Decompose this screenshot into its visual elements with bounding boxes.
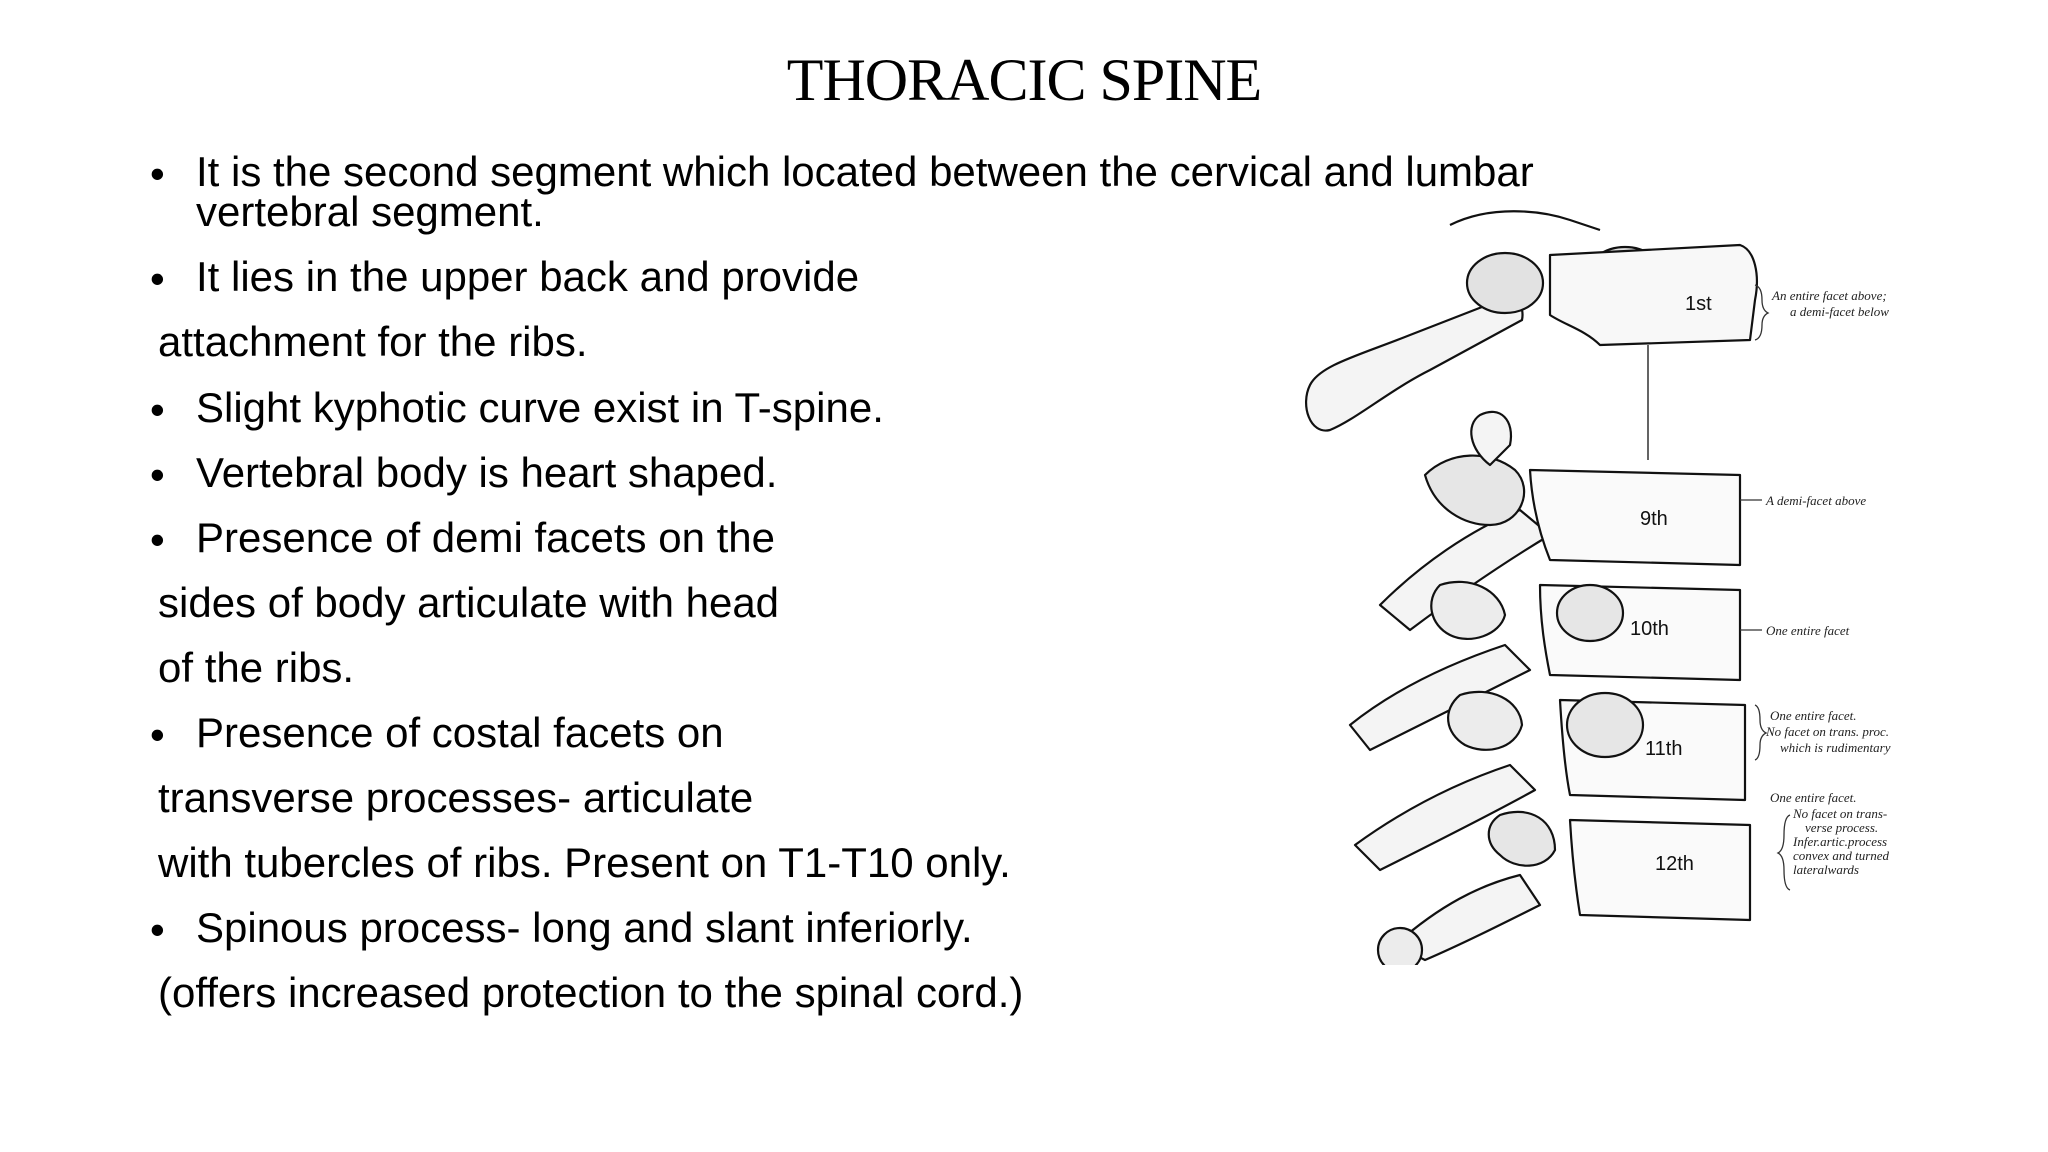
label-12th: 12th [1655, 853, 1694, 875]
label-11th: 11th [1645, 738, 1682, 760]
vertebra-12-spinous [1393, 873, 1542, 962]
thoracic-vertebrae-illustration: 1st 9th 10th 11th 12th An entire facet a… [1305, 210, 1892, 965]
body-line-12: with tubercles of ribs. Present on T1-T1… [158, 839, 1011, 886]
label-10th: 10th [1630, 618, 1669, 640]
body-line-10: Presence of costal facets on [196, 709, 724, 756]
slide-title: THORACIC SPINE [786, 47, 1262, 113]
body-line-2: vertebral segment. [196, 188, 544, 235]
vertebra-10-spinous [1348, 643, 1532, 752]
label-9th: 9th [1640, 508, 1668, 530]
bullet-marker: • [150, 150, 165, 197]
label-1st: 1st [1685, 293, 1712, 315]
vertebra-1-body [1548, 243, 1758, 347]
body-line-6: Vertebral body is heart shaped. [196, 449, 778, 496]
vertebra-9-body [1528, 468, 1742, 567]
annotation-tenth: One entire facet [1766, 623, 1850, 638]
body-line-7: Presence of demi facets on the [196, 514, 775, 561]
body-line-14: (offers increased protection to the spin… [158, 969, 1024, 1016]
body-line-13: Spinous process- long and slant inferior… [196, 904, 973, 951]
bullet-marker: • [150, 516, 165, 563]
bullet-marker: • [150, 386, 165, 433]
bullet-marker: • [150, 255, 165, 302]
body-line-4: attachment for the ribs. [158, 318, 588, 365]
body-line-5: Slight kyphotic curve exist in T-spine. [196, 384, 884, 431]
bullet-marker: • [150, 451, 165, 498]
body-line-9: of the ribs. [158, 644, 355, 691]
annotation-twelfth: One entire facet. No facet on trans- ver… [1770, 790, 1892, 877]
vertebra-1-transverse-process [1305, 296, 1524, 432]
annotation-first: An entire facet above; a demi-facet belo… [1771, 288, 1890, 319]
body-line-11: transverse processes- articulate [158, 774, 754, 821]
body-line-8: sides of body articulate with head [158, 579, 780, 626]
body-line-1: It is the second segment which located b… [196, 148, 1534, 195]
body-line-3: It lies in the upper back and provide [196, 253, 860, 300]
vertebra-1-facet-left [1465, 251, 1545, 315]
vertebra-11-spinous [1353, 763, 1537, 872]
bullet-marker: • [150, 906, 165, 953]
annotation-eleventh: One entire facet. No facet on trans. pro… [1765, 708, 1892, 755]
bullet-marker: • [150, 711, 165, 758]
vertebra-12-body [1568, 818, 1752, 922]
annotation-ninth: A demi-facet above [1765, 493, 1866, 508]
